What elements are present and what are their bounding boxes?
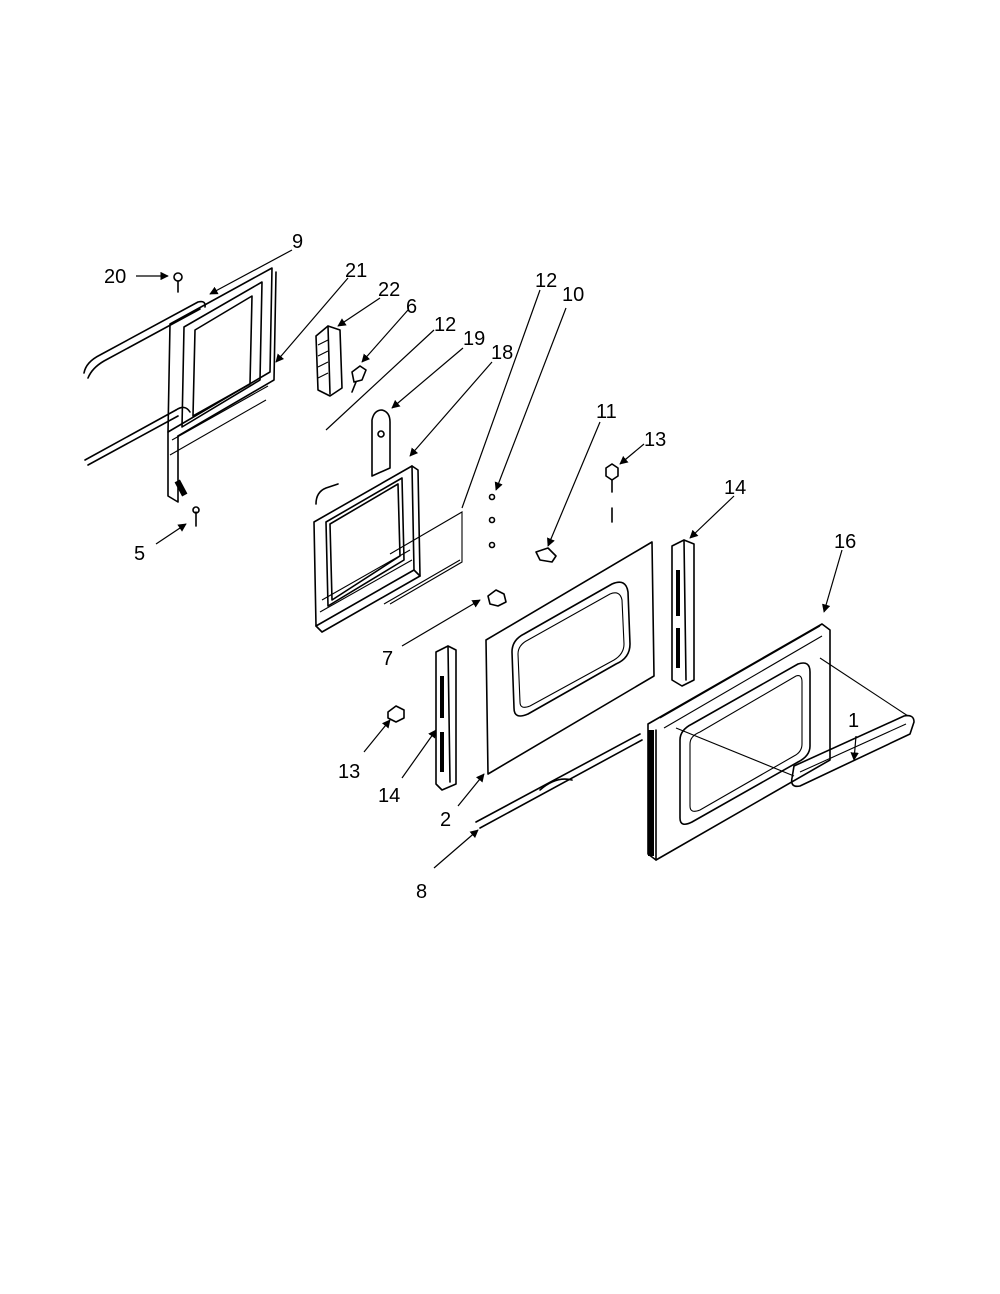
part-13-screw-lower <box>387 705 405 723</box>
callout-12-mid: 12 <box>535 270 557 292</box>
callout-11: 11 <box>596 401 617 423</box>
leader-13-lower <box>363 719 391 753</box>
leader-6 <box>361 309 409 363</box>
part-1-handle <box>675 657 915 788</box>
part-7-screw <box>487 589 507 607</box>
callout-7: 7 <box>382 648 393 670</box>
part-5-pin <box>192 506 200 527</box>
leader-22 <box>337 297 381 327</box>
part-18-mid-frame <box>313 465 421 633</box>
part-13-screw-upper <box>605 463 619 523</box>
leader-7 <box>401 599 481 647</box>
callout-16: 16 <box>834 531 856 553</box>
callout-12-upper: 12 <box>434 314 456 336</box>
leader-14-right <box>689 495 735 539</box>
callout-19: 19 <box>463 328 485 350</box>
part-6-screw <box>351 365 367 393</box>
leader-1 <box>850 735 859 761</box>
callout-9: 9 <box>292 231 303 253</box>
leader-12-mid <box>461 289 541 509</box>
part-22-hinge-bracket <box>315 325 343 397</box>
part-2-outer-door-panel <box>485 541 655 775</box>
callout-labels: 9 21 22 6 12 19 18 20 5 12 10 11 13 14 1… <box>104 231 859 903</box>
leader-2 <box>457 773 485 807</box>
callout-8: 8 <box>416 881 427 903</box>
leader-18 <box>409 361 493 457</box>
callout-6: 6 <box>406 296 417 318</box>
leader-lines <box>136 249 859 869</box>
callout-22: 22 <box>378 279 400 301</box>
leader-13-upper <box>619 443 645 465</box>
part-9-rod <box>83 300 206 379</box>
leader-16 <box>822 549 843 613</box>
part-16-outer-door-frame <box>647 623 831 861</box>
part-14-side-trim-left <box>435 645 457 791</box>
part-14-side-trim-right <box>671 539 695 687</box>
callout-10: 10 <box>562 284 584 306</box>
callout-20: 20 <box>104 266 126 288</box>
part-10-clips <box>488 493 496 549</box>
leader-10 <box>494 307 567 491</box>
part-12-rod-upper <box>84 406 191 466</box>
part-8-bottom-rod <box>475 733 643 829</box>
callout-13-lower: 13 <box>338 761 360 783</box>
leader-19 <box>391 347 464 409</box>
leader-5 <box>155 523 187 545</box>
callout-14-left: 14 <box>378 785 400 807</box>
leader-9 <box>209 249 293 295</box>
callout-13-upper: 13 <box>644 429 666 451</box>
callout-14-right: 14 <box>724 477 746 499</box>
leader-11 <box>547 421 601 547</box>
part-21-inner-frame <box>167 267 277 503</box>
part-12-glass-panel <box>383 511 463 605</box>
callout-18: 18 <box>491 342 513 364</box>
callout-1: 1 <box>848 710 859 732</box>
callout-21: 21 <box>345 260 367 282</box>
leader-8 <box>433 829 479 869</box>
leader-12-upper <box>325 329 435 431</box>
callout-2: 2 <box>440 809 451 831</box>
leader-14-left <box>401 729 437 779</box>
leader-21 <box>275 277 349 363</box>
part-19-tab <box>371 409 391 477</box>
callout-5: 5 <box>134 543 145 565</box>
part-11-clip <box>535 547 557 563</box>
part-20-screw <box>173 272 183 293</box>
